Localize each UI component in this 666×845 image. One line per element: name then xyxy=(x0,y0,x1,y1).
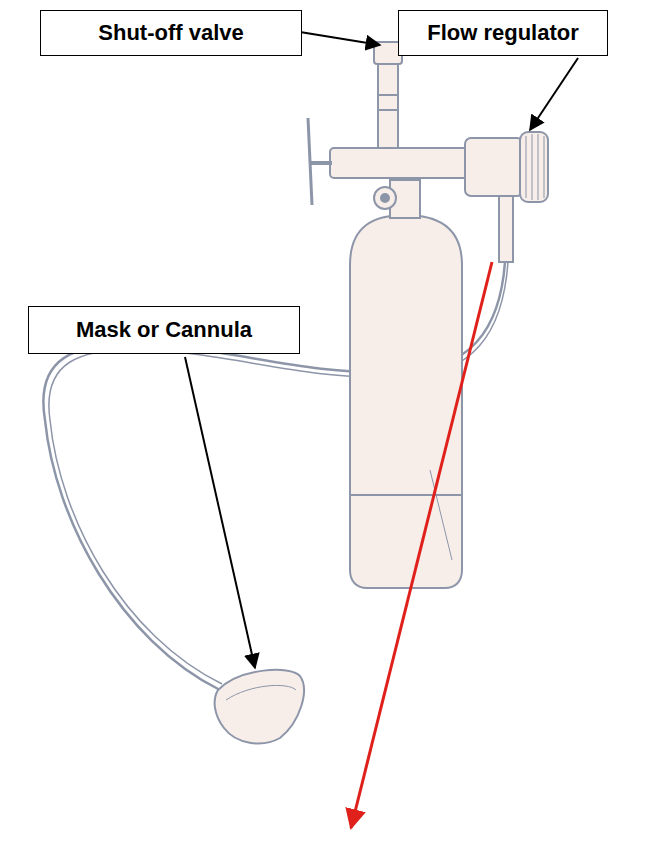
cylinder-band xyxy=(350,494,462,496)
face-mask xyxy=(215,670,304,744)
leader-arrow xyxy=(530,58,578,130)
callout-box: Flow regulator xyxy=(398,10,608,56)
pressure-gauge xyxy=(374,187,396,209)
callout-box: Shut-off valve xyxy=(40,10,302,56)
regulator-body xyxy=(465,138,523,196)
part-label: Flow regulator xyxy=(427,20,579,46)
regulator-outlet xyxy=(499,196,513,262)
part-label: Shut-off valve xyxy=(98,20,243,46)
cylinder-drawing xyxy=(43,42,548,743)
leader-arrow xyxy=(300,32,380,45)
part-label: Mask or Cannula xyxy=(76,317,252,343)
valve-block xyxy=(330,148,470,178)
valve-stem xyxy=(378,62,398,148)
cylinder-body xyxy=(350,215,462,588)
flow-regulator-knob xyxy=(520,132,548,202)
t-handle-bar xyxy=(310,161,332,165)
leader-arrow xyxy=(185,357,255,668)
gauge-center xyxy=(381,194,389,202)
t-handle-grip xyxy=(308,118,312,205)
cylinder-strap xyxy=(430,470,452,560)
red-pointer-arrow xyxy=(351,262,492,828)
callout-box: Mask or Cannula xyxy=(28,306,300,354)
